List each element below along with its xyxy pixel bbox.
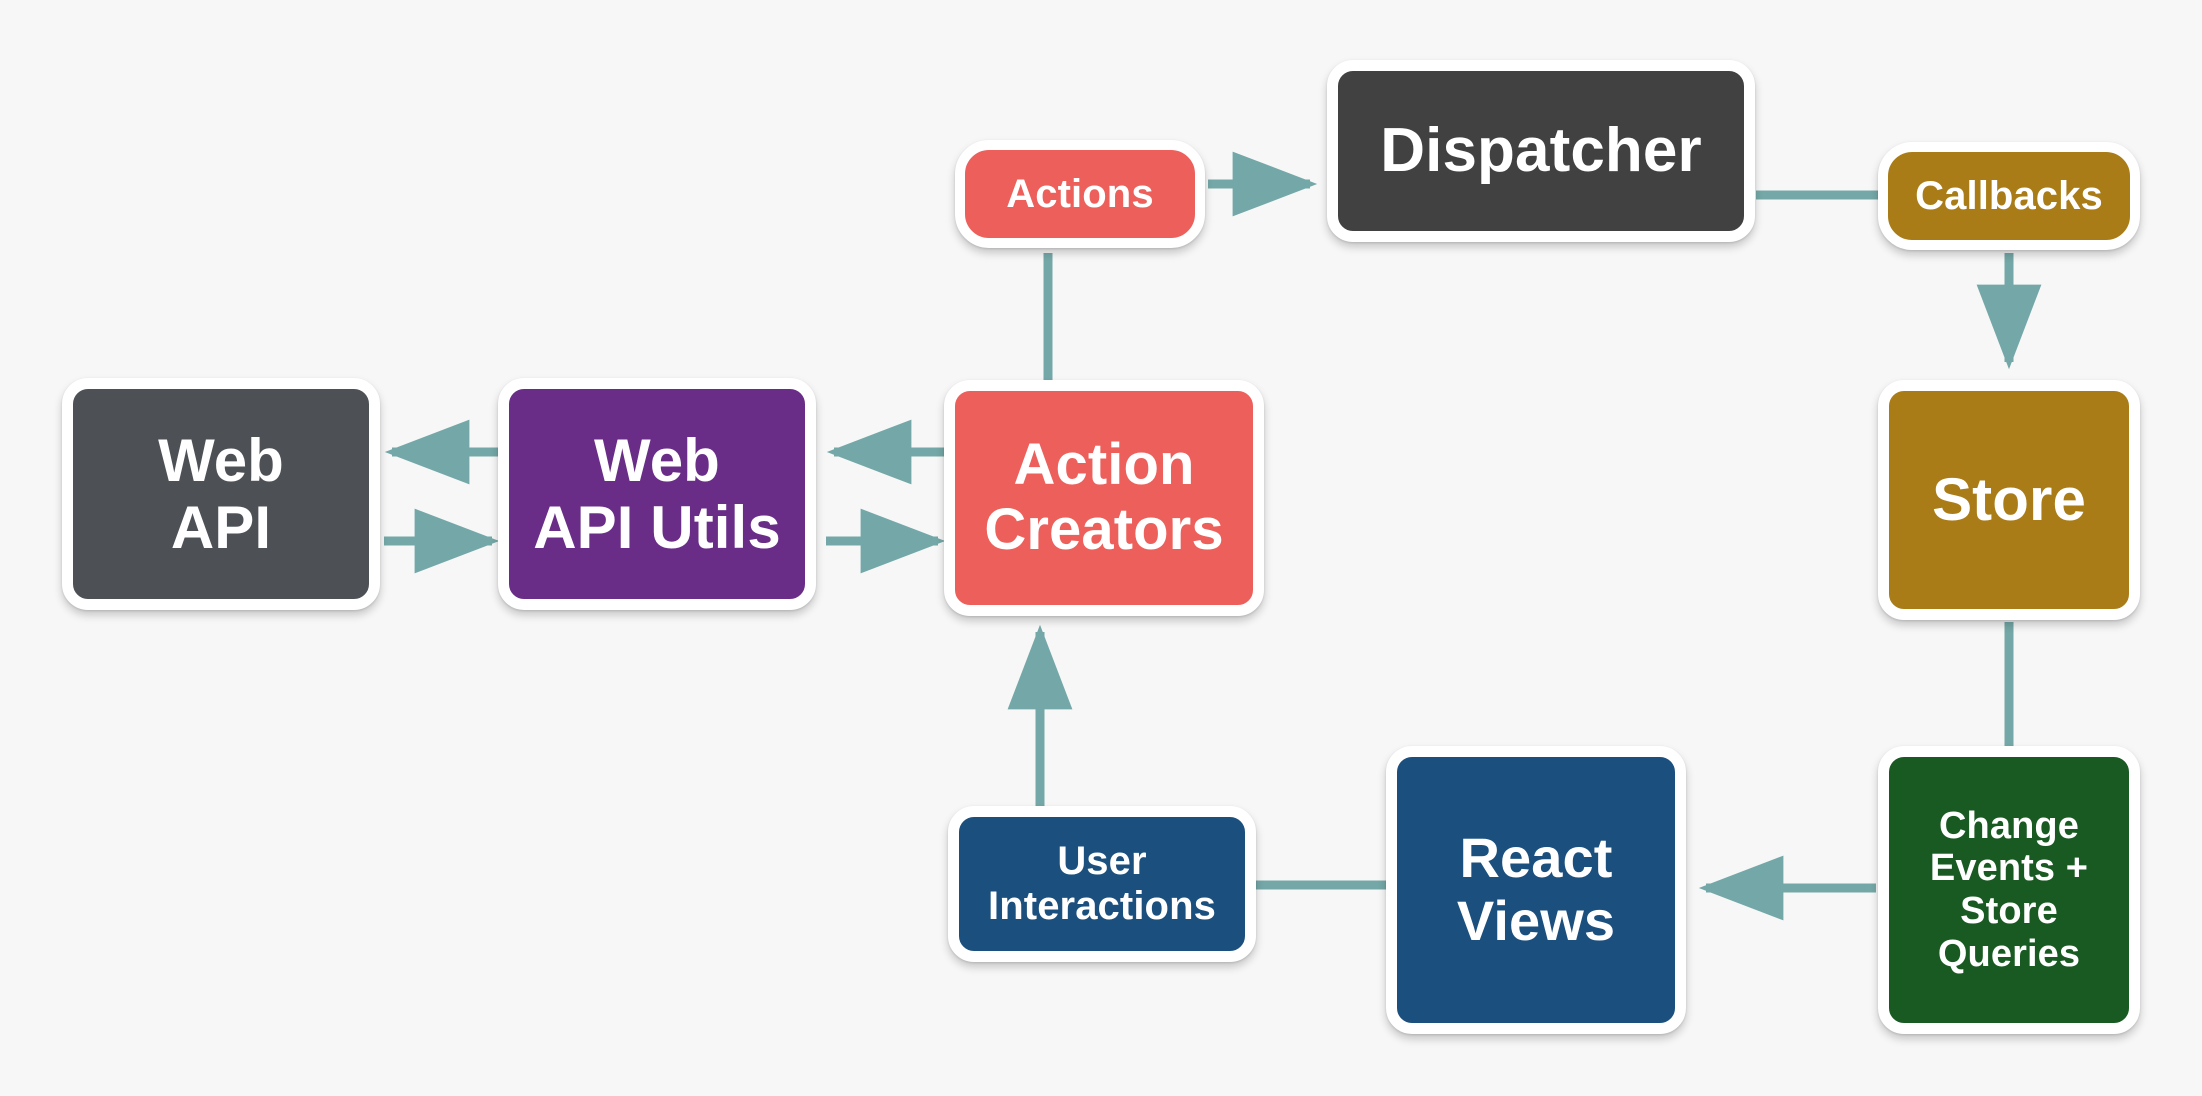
- node-react-views[interactable]: React Views: [1386, 746, 1686, 1034]
- node-store[interactable]: Store: [1878, 380, 2140, 620]
- node-user-interactions-label: User Interactions: [988, 839, 1216, 928]
- node-change-events-label: Change Events + Store Queries: [1929, 804, 2089, 975]
- node-action-creators-label: Action Creators: [984, 432, 1224, 562]
- node-web-api-utils[interactable]: Web API Utils: [498, 378, 816, 610]
- node-change-events[interactable]: Change Events + Store Queries: [1878, 746, 2140, 1034]
- node-callbacks-label: Callbacks: [1915, 173, 2103, 218]
- node-store-label: Store: [1932, 466, 2086, 534]
- node-web-api-utils-label: Web API Utils: [533, 426, 781, 561]
- node-web-api-label: Web API: [158, 426, 284, 561]
- node-dispatcher[interactable]: Dispatcher: [1327, 60, 1755, 242]
- node-actions-label: Actions: [1006, 171, 1154, 216]
- node-user-interactions[interactable]: User Interactions: [948, 806, 1256, 962]
- node-actions[interactable]: Actions: [955, 140, 1205, 248]
- node-dispatcher-label: Dispatcher: [1380, 116, 1702, 186]
- node-web-api[interactable]: Web API: [62, 378, 380, 610]
- node-action-creators[interactable]: Action Creators: [944, 380, 1264, 616]
- node-react-views-label: React Views: [1456, 826, 1616, 952]
- node-callbacks[interactable]: Callbacks: [1878, 142, 2140, 250]
